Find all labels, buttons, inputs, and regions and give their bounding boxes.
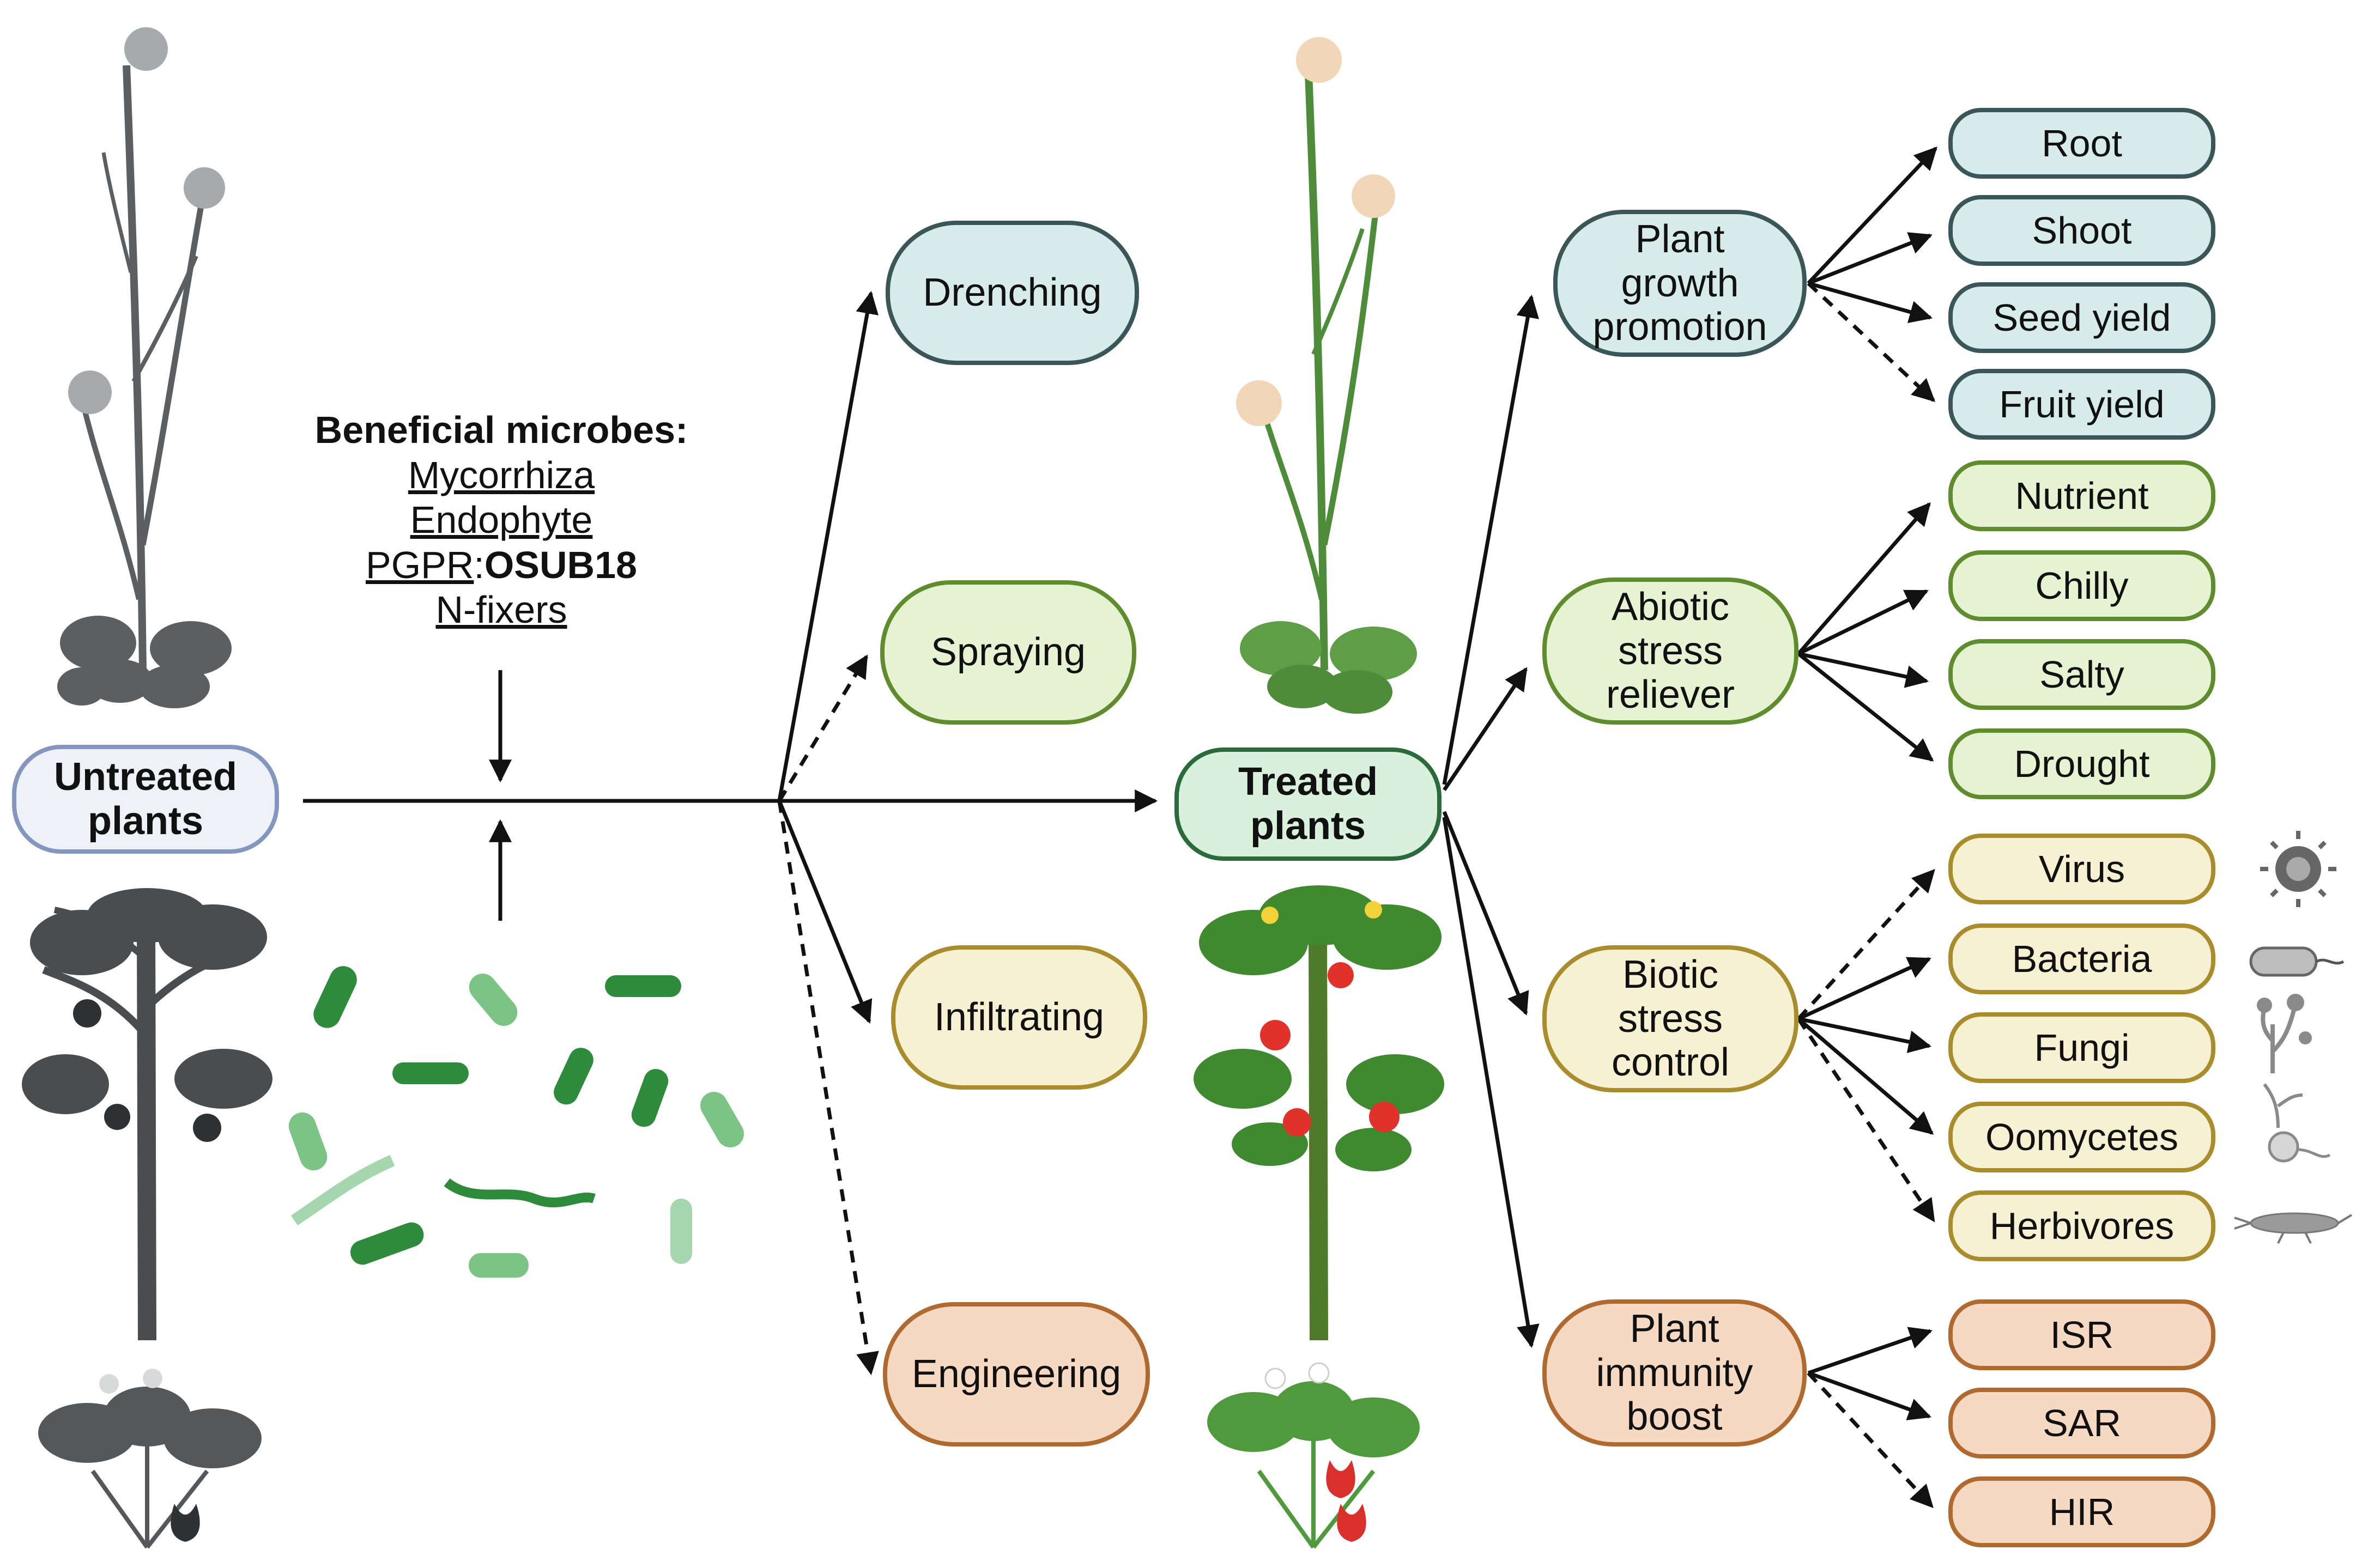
outcome-oomycetes: Oomycetes bbox=[1948, 1102, 2215, 1172]
untreated-tomato-icon bbox=[22, 888, 272, 1341]
outcome-drought: Drought bbox=[1948, 728, 2215, 799]
pgpr-prefix: PGPR bbox=[366, 543, 474, 586]
outcome-nutrient: Nutrient bbox=[1948, 460, 2215, 531]
microbe-n-fixers: N-fixers bbox=[435, 588, 567, 631]
effect-immunity-boost: Plant immunity boost bbox=[1542, 1299, 1807, 1447]
microbe-pgpr: PGPR:OSUB18 bbox=[256, 543, 747, 588]
outcome-fruit-yield: Fruit yield bbox=[1948, 369, 2215, 440]
outcome-root: Root bbox=[1948, 108, 2215, 179]
treated-tomato-icon bbox=[1194, 885, 1444, 1341]
oomycete-icon bbox=[2263, 1083, 2331, 1163]
beneficial-microbes-label: Beneficial microbes: Mycorrhiza Endophyt… bbox=[256, 408, 747, 633]
treated-strawberry-icon bbox=[1207, 1362, 1420, 1549]
microbe-cluster-icon bbox=[288, 966, 744, 1278]
outcome-shoot: Shoot bbox=[1948, 195, 2215, 266]
outcome-isr: ISR bbox=[1948, 1299, 2215, 1370]
treated-arabidopsis-icon bbox=[1236, 37, 1417, 714]
bacterium-icon bbox=[2249, 946, 2345, 977]
method-engineering: Engineering bbox=[883, 1302, 1150, 1447]
outcome-sar: SAR bbox=[1948, 1388, 2215, 1458]
untreated-arabidopsis-icon bbox=[57, 27, 232, 708]
treated-plants-node: Treated plants bbox=[1174, 747, 1442, 861]
effect-growth-promotion: Plant growth promotion bbox=[1553, 210, 1807, 357]
microbes-title: Beneficial microbes: bbox=[314, 409, 688, 451]
microbe-endophyte: Endophyte bbox=[410, 499, 593, 542]
outcome-herbivores: Herbivores bbox=[1948, 1190, 2215, 1261]
pgpr-strain: OSUB18 bbox=[484, 543, 637, 586]
method-spraying: Spraying bbox=[880, 580, 1136, 725]
effect-abiotic-stress: Abiotic stress reliever bbox=[1542, 578, 1798, 725]
outcome-virus: Virus bbox=[1948, 834, 2215, 904]
fungus-icon bbox=[2257, 994, 2312, 1073]
outcome-fungi: Fungi bbox=[1948, 1012, 2215, 1083]
arrow-layer bbox=[303, 146, 1937, 1509]
outcome-chilly: Chilly bbox=[1948, 550, 2215, 621]
outcome-hir: HIR bbox=[1948, 1476, 2215, 1547]
outcome-seed-yield: Seed yield bbox=[1948, 282, 2215, 353]
pgpr-separator: : bbox=[474, 543, 484, 586]
untreated-plants-node: Untreated plants bbox=[12, 745, 279, 854]
untreated-strawberry-icon bbox=[38, 1369, 262, 1549]
virus-icon bbox=[2260, 831, 2336, 907]
method-drenching: Drenching bbox=[886, 221, 1139, 365]
outcome-salty: Salty bbox=[1948, 639, 2215, 710]
outcome-bacteria: Bacteria bbox=[1948, 923, 2215, 994]
effect-biotic-stress: Biotic stress control bbox=[1542, 945, 1798, 1092]
microbe-mycorrhiza: Mycorrhiza bbox=[408, 453, 595, 496]
method-infiltrating: Infiltrating bbox=[891, 945, 1147, 1090]
insect-icon bbox=[2234, 1212, 2353, 1244]
